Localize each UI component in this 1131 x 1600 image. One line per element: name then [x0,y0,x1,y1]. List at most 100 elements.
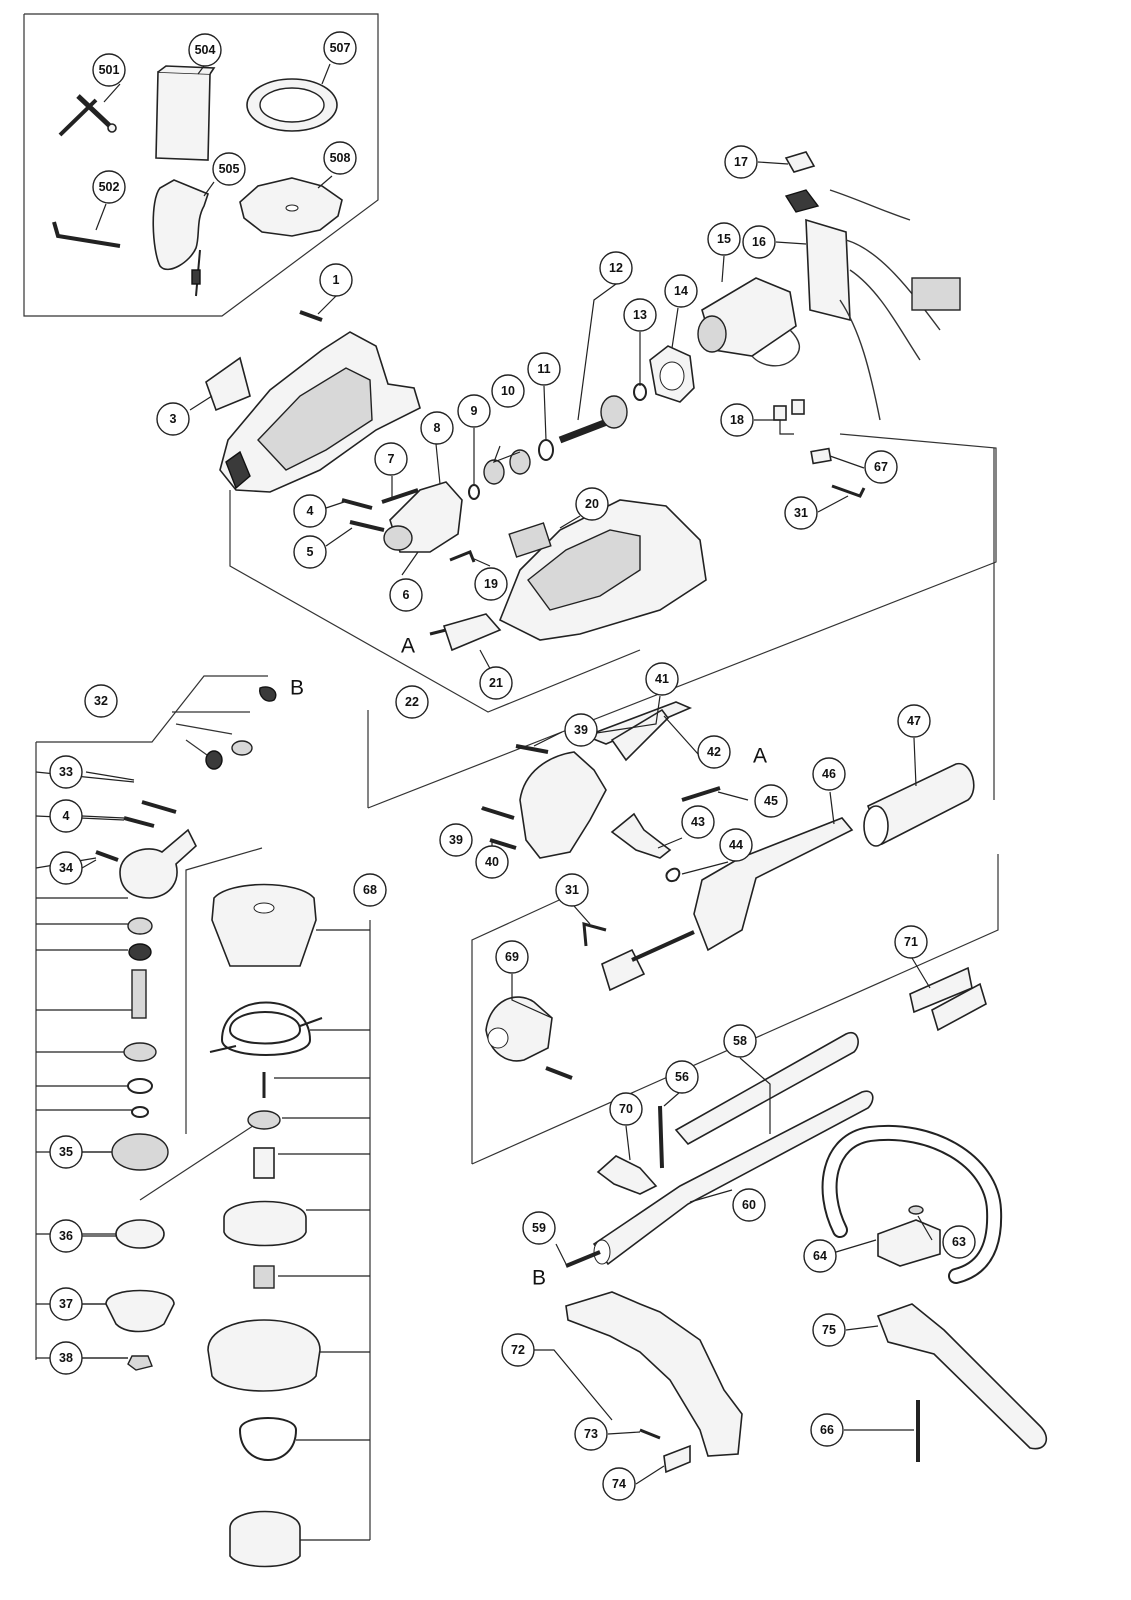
part-39-screws [481,744,549,850]
svg-text:39: 39 [574,723,588,737]
callout-4-gear: 4 [49,799,83,833]
svg-text:504: 504 [195,43,216,57]
part-47-foam-grip [863,763,975,847]
part-housing-left [219,331,421,493]
callout-22: 22 [395,685,429,719]
callout-75: 75 [812,1313,846,1347]
reference-letter-a-upper: A [401,635,415,658]
svg-text:8: 8 [434,421,441,435]
part-4-screw [341,498,373,510]
svg-text:70: 70 [619,1102,633,1116]
callout-69: 69 [495,940,529,974]
callout-74: 74 [602,1467,636,1501]
svg-text:5: 5 [307,545,314,559]
svg-text:31: 31 [794,506,808,520]
callout-502: 502 [92,170,126,204]
svg-text:60: 60 [742,1198,756,1212]
part-75-barrier-handle [876,1303,1048,1450]
svg-text:6: 6 [403,588,410,602]
callout-73: 73 [574,1417,608,1451]
svg-text:14: 14 [674,284,688,298]
callout-56: 56 [665,1060,699,1094]
callout-4: 4 [293,494,327,528]
svg-text:73: 73 [584,1427,598,1441]
svg-text:20: 20 [585,497,599,511]
part-18-wire-caps [773,399,805,421]
part-1-screw [299,310,323,322]
part-20-switch [508,522,552,558]
svg-text:502: 502 [99,180,120,194]
svg-text:33: 33 [59,765,73,779]
part-72-guard-bracket [565,1291,743,1457]
callout-68: 68 [353,873,387,907]
svg-text:56: 56 [675,1070,689,1084]
callout-60: 60 [732,1188,766,1222]
svg-text:45: 45 [764,794,778,808]
callout-15: 15 [707,222,741,256]
svg-text:15: 15 [717,232,731,246]
part-44-spring [665,867,681,882]
part-21-bracket [429,613,502,652]
svg-text:35: 35 [59,1145,73,1159]
svg-text:21: 21 [489,676,503,690]
part-14-motor-bracket [649,345,695,403]
part-69-coupling [485,996,573,1080]
callout-36: 36 [49,1219,83,1253]
svg-text:16: 16 [752,235,766,249]
svg-text:36: 36 [59,1229,73,1243]
callout-31: 31 [784,496,818,530]
part-16-controller-board [805,189,941,421]
svg-text:22: 22 [405,695,419,709]
part-19-wire [449,550,476,563]
svg-text:66: 66 [820,1423,834,1437]
callout-14: 14 [664,274,698,308]
svg-text:12: 12 [609,261,623,275]
part-68-nylon-cutter-head [207,883,371,1568]
part-508-metal-blade [239,177,343,237]
part-11-snap-ring [538,439,554,461]
callout-41: 41 [645,662,679,696]
svg-text:501: 501 [99,63,120,77]
svg-text:64: 64 [813,1249,827,1263]
svg-text:44: 44 [729,838,743,852]
part-70-clamp [596,1155,658,1195]
svg-text:31: 31 [565,883,579,897]
part-67-sleeve [810,447,832,465]
callout-34: 34 [49,851,83,885]
svg-text:67: 67 [874,460,888,474]
part-504-tool-bag [155,65,216,161]
svg-text:11: 11 [537,362,550,376]
svg-text:34: 34 [59,861,73,875]
part-31-clip-top [831,484,866,498]
callout-42: 42 [697,735,731,769]
svg-text:40: 40 [485,855,499,869]
part-42-trigger [610,708,670,762]
part-12-pinion-shaft [558,395,628,444]
callout-45: 45 [754,784,788,818]
callout-43: 43 [681,805,715,839]
callout-58: 58 [723,1024,757,1058]
callout-21: 21 [479,666,513,700]
part-74-plate [663,1444,691,1474]
callout-9: 9 [457,394,491,428]
svg-text:508: 508 [330,151,351,165]
part-73-screw [639,1428,661,1440]
part-9-retaining-ring [468,484,480,500]
callout-1: 1 [319,263,353,297]
part-45-pin [681,786,721,802]
callout-63: 63 [942,1225,976,1259]
callout-3: 3 [156,402,190,436]
part-60-main-pipe [592,1090,874,1266]
reference-letter-b-upper: B [290,677,304,700]
callout-501: 501 [92,53,126,87]
part-3-name-plate [205,356,251,412]
callout-66: 66 [810,1413,844,1447]
callout-17: 17 [724,145,758,179]
callout-505: 505 [212,152,246,186]
svg-text:13: 13 [633,308,647,322]
part-502-hex-key [52,221,121,248]
assembly-frame-lower [471,854,999,1165]
part-17-pad [784,189,820,213]
assembly-frame-main [229,433,997,809]
